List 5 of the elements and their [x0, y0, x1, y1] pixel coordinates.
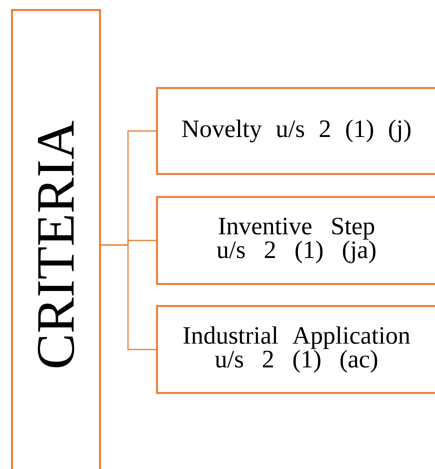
criterion-box: Inventive Step u/s 2 (1) (ja) [156, 196, 435, 285]
connector-line [101, 244, 156, 350]
criterion-box: Novelty u/s 2 (1) (j) [156, 87, 435, 175]
title-box: CRITERIA [11, 9, 101, 469]
criterion-box: Industrial Application u/s 2 (1) (ac) [156, 305, 435, 394]
